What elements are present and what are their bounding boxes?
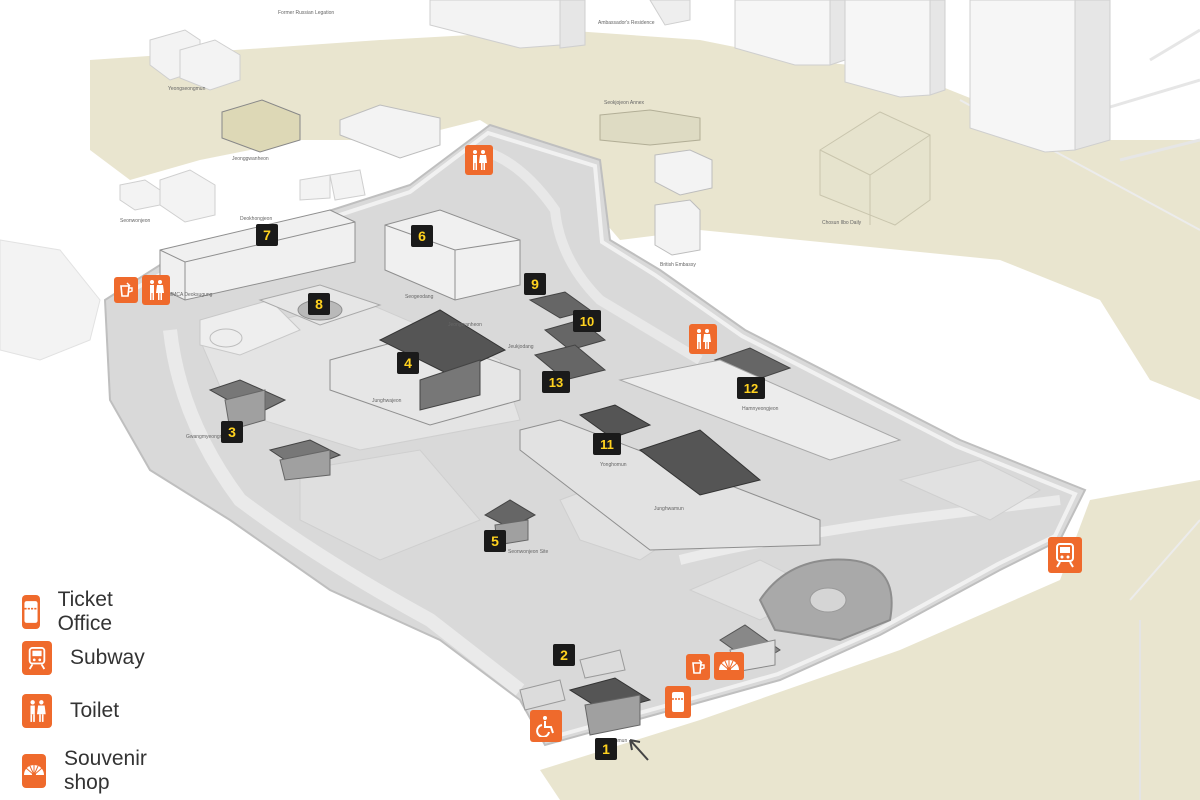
legend-label: Subway [70, 646, 145, 669]
marker-3[interactable]: 3 [221, 421, 243, 443]
marker-10[interactable]: 10 [573, 310, 601, 332]
ticket-office-icon[interactable] [665, 686, 691, 718]
legend-item-ticket-office: Ticket Office [22, 588, 125, 636]
marker-1[interactable]: 1 [595, 738, 617, 760]
label-jeongmunmun: Jeongwanheon [448, 322, 482, 328]
label-mmca: MMCA Deoksugung [168, 292, 213, 298]
label-seokjojeon-annex: Seokjojeon Annex [604, 100, 645, 106]
subway-icon[interactable] [1048, 537, 1082, 573]
label-ambassador-residence: Ambassador's Residence [598, 20, 655, 26]
souvenir-shop-icon[interactable] [714, 652, 744, 680]
legend-item-toilet: Toilet [22, 694, 119, 728]
label-hamnyeongjeon: Hamnyeongjeon [742, 406, 779, 412]
marker-2[interactable]: 2 [553, 644, 575, 666]
legend-label: Souvenir shop [64, 747, 147, 794]
label-former-russian-legation: Former Russian Legation [278, 10, 334, 16]
ticket-office-icon [22, 595, 40, 629]
legend-label: Ticket Office [57, 588, 113, 635]
city-buildings [119, 0, 1111, 256]
label-sunchang: Seonwonjeon [120, 218, 151, 224]
cafe-icon[interactable] [686, 654, 710, 680]
map-labels: Former Russian Legation Ambassador's Res… [120, 10, 862, 744]
label-junghwamun: Junghwamun [654, 506, 684, 512]
label-yeongseongmun: Yeongseongmun [168, 86, 206, 92]
toilet-icon[interactable] [689, 324, 717, 354]
marker-9[interactable]: 9 [524, 273, 546, 295]
cafe-icon[interactable] [114, 277, 138, 303]
label-yonghomun: Yonghomun [600, 462, 627, 468]
toilet-icon[interactable] [465, 145, 493, 175]
legend-item-subway: Subway [22, 641, 145, 675]
marker-8[interactable]: 8 [308, 293, 330, 315]
label-seogeodang: Seogeodang [405, 294, 434, 300]
label-jeukjodang: Jeukjodang [508, 344, 534, 350]
marker-12[interactable]: 12 [737, 377, 765, 399]
label-embassy: British Embassy [660, 262, 696, 268]
toilet-icon[interactable] [142, 275, 170, 305]
wheelchair-icon[interactable] [530, 710, 562, 742]
label-jeonggwanheon: Jeonggwanheon [232, 156, 269, 162]
legend-item-souvenir-shop: Souvenir shop [22, 747, 153, 795]
marker-6[interactable]: 6 [411, 225, 433, 247]
label-chosun-ilbo: Chosun Ilbo Daily [822, 220, 862, 226]
marker-4[interactable]: 4 [397, 352, 419, 374]
subway-icon [22, 641, 52, 675]
marker-13[interactable]: 13 [542, 371, 570, 393]
label-seonwonjeon: Seonwonjeon Site [508, 549, 549, 555]
souvenir-shop-icon [22, 754, 46, 788]
toilet-icon [22, 694, 52, 728]
label-deokhongjeon: Deokhongjeon [240, 216, 272, 222]
marker-11[interactable]: 11 [593, 433, 621, 455]
marker-7[interactable]: 7 [256, 224, 278, 246]
label-sejong-hall: Junghwajeon [372, 398, 402, 404]
label-gwangmyeongmun: Gwangmyeongmun [186, 434, 230, 440]
marker-5[interactable]: 5 [484, 530, 506, 552]
legend-label: Toilet [70, 699, 120, 722]
